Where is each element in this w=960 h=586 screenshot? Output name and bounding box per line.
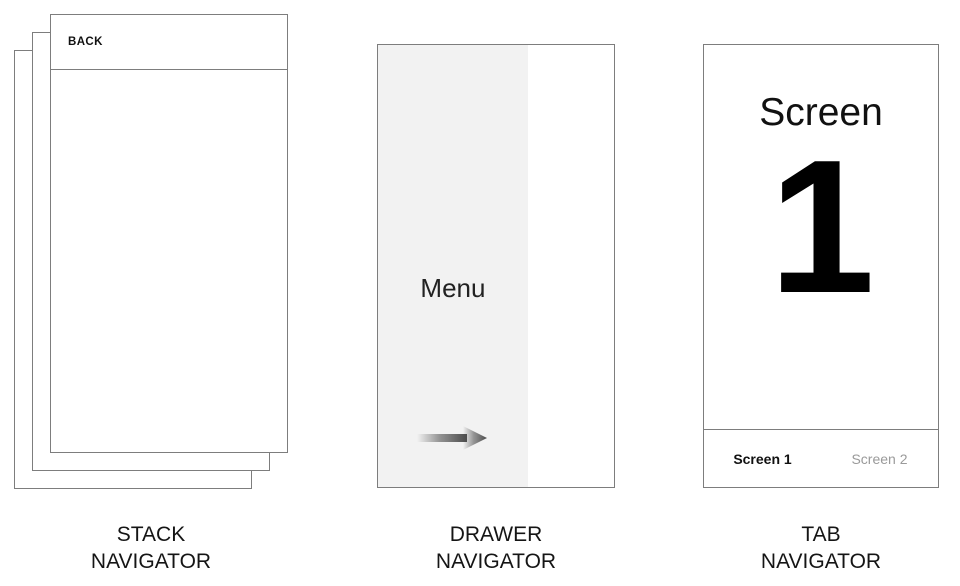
- caption-drawer-line1: DRAWER: [449, 523, 543, 546]
- tab-phone-frame: Screen 1 Screen 1 Screen 2: [703, 44, 939, 488]
- caption-stack-line2: NAVIGATOR: [90, 549, 212, 573]
- caption-drawer-navigator: DRAWER NAVIGATOR: [376, 522, 616, 576]
- drawer-content-area: [527, 45, 614, 487]
- tab-item-screen-2[interactable]: Screen 2: [851, 450, 908, 467]
- tab-item-screen-1[interactable]: Screen 1: [733, 450, 792, 467]
- arrow-right-icon: [416, 421, 489, 455]
- tab-screen-content: Screen 1: [704, 45, 938, 429]
- stack-header-bar: BACK: [51, 15, 287, 70]
- screen-title: Screen: [759, 91, 883, 134]
- caption-stack-navigator: STACK NAVIGATOR: [31, 522, 271, 576]
- drawer-menu-panel[interactable]: Menu: [378, 45, 528, 487]
- caption-tab-navigator: TAB NAVIGATOR: [701, 522, 941, 576]
- tab-bar: Screen 1 Screen 2: [704, 429, 938, 487]
- stack-card-front[interactable]: BACK: [50, 14, 288, 453]
- drawer-menu-label: Menu: [420, 273, 486, 303]
- caption-stack-line1: STACK: [116, 523, 186, 546]
- screen-number: 1: [769, 121, 875, 333]
- caption-tab-line1: TAB: [801, 523, 841, 546]
- caption-drawer-line2: NAVIGATOR: [435, 549, 557, 573]
- caption-tab-line2: NAVIGATOR: [760, 549, 882, 573]
- back-button[interactable]: BACK: [68, 36, 103, 48]
- drawer-phone-frame: Menu: [377, 44, 615, 488]
- stack-screen-body: [51, 70, 287, 452]
